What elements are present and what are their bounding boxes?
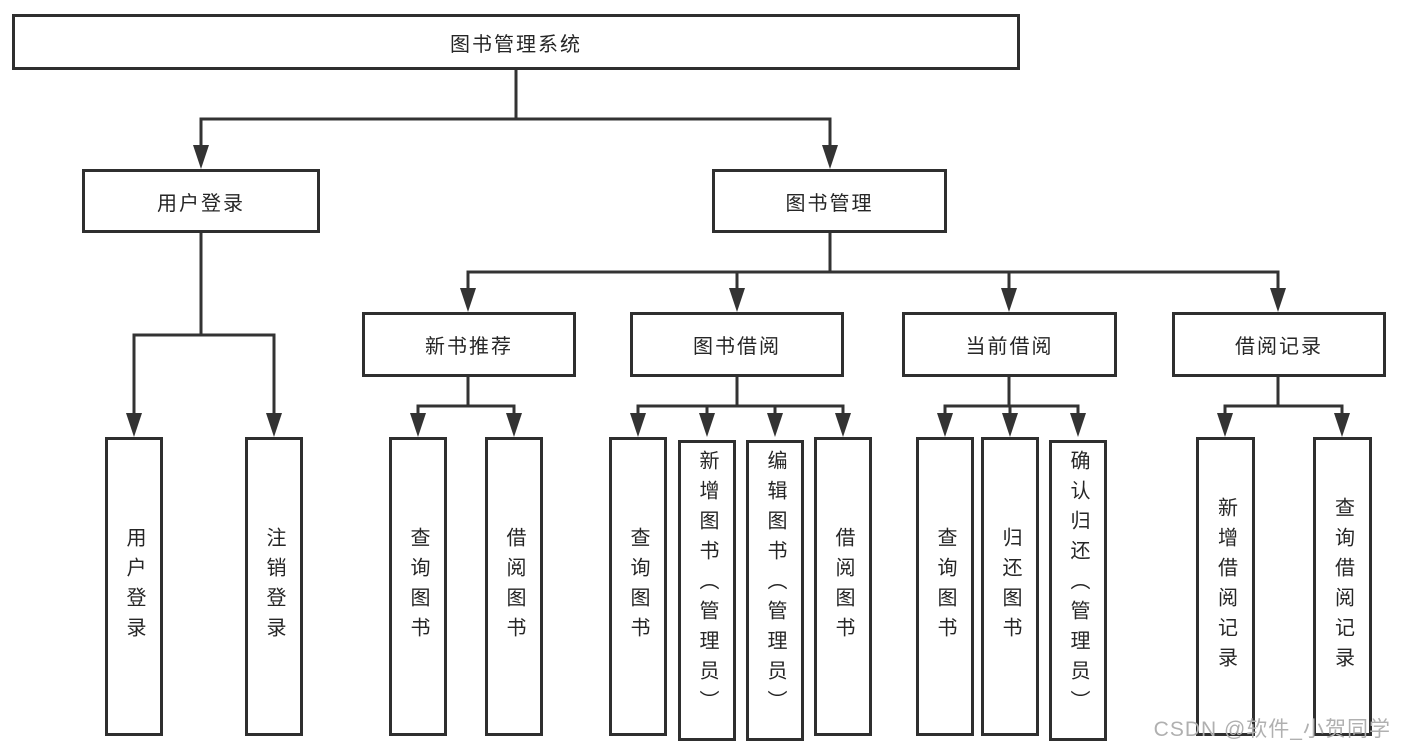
leaf-newbook-query-books: 查询图书 — [389, 437, 447, 736]
node-label: 借阅图书 — [832, 526, 854, 647]
node-label: 图书管理 — [785, 192, 874, 215]
node-label: 新书推荐 — [425, 336, 513, 358]
node-user-login: 用户登录 — [82, 169, 320, 233]
leaf-current-return-books: 归还图书 — [981, 437, 1039, 736]
node-borrowing-records: 借阅记录 — [1172, 312, 1386, 377]
leaf-borrow-query-books: 查询图书 — [609, 437, 667, 736]
node-system-root: 图书管理系统 — [12, 14, 1020, 70]
node-book-management: 图书管理 — [712, 169, 947, 233]
node-label: 借阅记录 — [1235, 336, 1323, 358]
node-label: 图书管理系统 — [450, 33, 582, 56]
node-label: 查询借阅记录 — [1331, 496, 1354, 677]
node-label: 当前借阅 — [965, 336, 1054, 358]
node-label: 借阅图书 — [503, 526, 525, 647]
node-current-borrowing: 当前借阅 — [902, 312, 1117, 377]
node-label: 确认归还（管理员） — [1067, 450, 1089, 720]
node-label: 编辑图书（管理员） — [764, 450, 786, 720]
leaf-borrow-edit-books-admin: 编辑图书（管理员） — [746, 440, 804, 741]
leaf-borrow-borrow-books: 借阅图书 — [814, 437, 872, 736]
leaf-logout: 注销登录 — [245, 437, 303, 736]
leaf-borrow-add-books-admin: 新增图书（管理员） — [678, 440, 736, 741]
leaf-newbook-borrow-books: 借阅图书 — [485, 437, 543, 736]
leaf-records-query-record: 查询借阅记录 — [1313, 437, 1372, 736]
node-label: 用户登录 — [157, 192, 245, 215]
node-label: 归还图书 — [999, 526, 1021, 647]
leaf-current-confirm-return-admin: 确认归还（管理员） — [1049, 440, 1107, 741]
node-label: 查询图书 — [934, 526, 956, 647]
leaf-user-login: 用户登录 — [105, 437, 163, 736]
leaf-current-query-books: 查询图书 — [916, 437, 974, 736]
node-label: 查询图书 — [627, 526, 649, 647]
node-label: 图书借阅 — [693, 336, 781, 358]
node-label: 查询图书 — [407, 526, 429, 647]
node-label: 用户登录 — [123, 526, 145, 647]
node-new-book-recommend: 新书推荐 — [362, 312, 576, 377]
node-label: 新增借阅记录 — [1214, 496, 1237, 677]
node-label: 新增图书（管理员） — [696, 450, 718, 720]
node-book-borrowing: 图书借阅 — [630, 312, 844, 377]
leaf-records-add-record: 新增借阅记录 — [1196, 437, 1255, 736]
csdn-watermark: CSDN @软件_小贺同学 — [1153, 718, 1391, 741]
node-label: 注销登录 — [263, 526, 285, 647]
